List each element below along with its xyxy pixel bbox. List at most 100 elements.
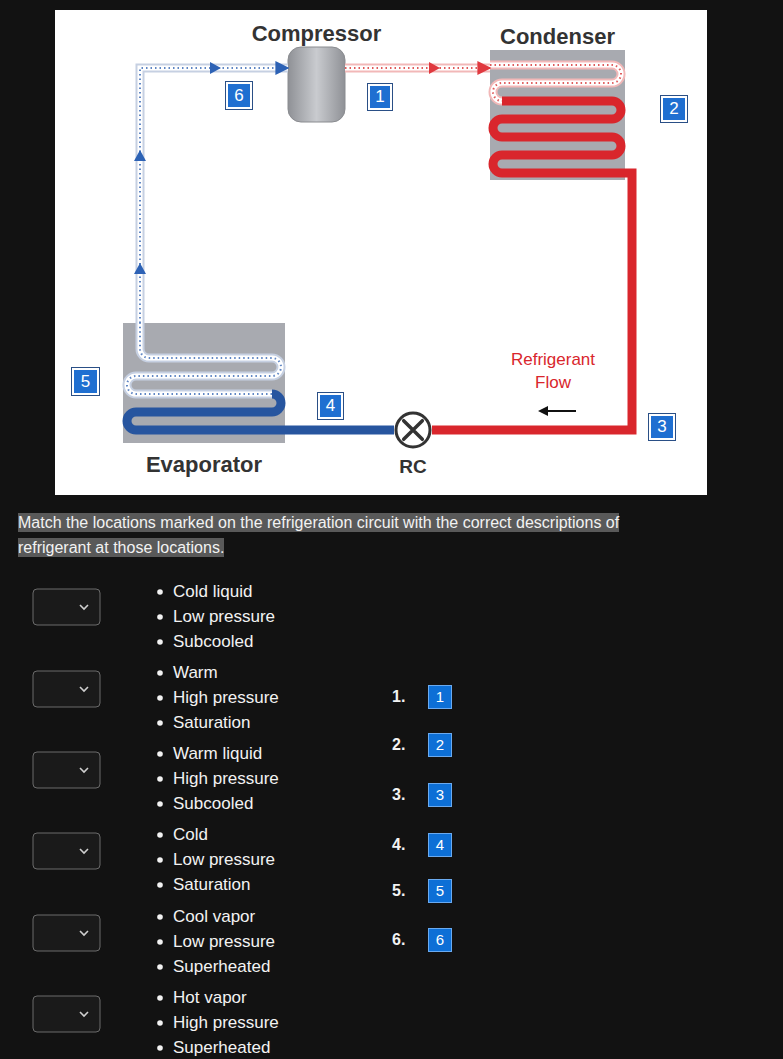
option-line: High pressure [173, 1012, 279, 1034]
dropdown-chevron [80, 931, 88, 935]
evaporator-body [123, 323, 285, 443]
dropdown-chevron [80, 1012, 88, 1016]
option-line: Low pressure [173, 849, 275, 871]
bullet-dot [157, 882, 163, 888]
dropdown-chevron [80, 849, 88, 853]
compressor-body [288, 47, 345, 122]
bullet-dot [157, 614, 163, 620]
callout-number: 5 [72, 368, 99, 395]
condenser-coil-vapor [490, 65, 621, 101]
pipe-arrow [432, 173, 632, 430]
compressor-node: Compressor [288, 47, 345, 122]
callout-number: 3 [428, 783, 452, 807]
bullet-dot [157, 1020, 163, 1026]
option-line: Superheated [173, 956, 270, 978]
evaporator-node: Evaporator [123, 323, 285, 443]
list-number: 5. [392, 881, 405, 901]
dropdown-box [33, 915, 100, 951]
dropdown-box [33, 671, 100, 707]
bullet-dot [157, 670, 163, 676]
bullet-dot [157, 939, 163, 945]
valve-outline [396, 413, 430, 447]
bullet-dot [157, 589, 163, 595]
callout-number: 1 [368, 84, 392, 110]
option-line: Hot vapor [173, 987, 247, 1009]
bullet-dot [157, 776, 163, 782]
prompt-box: Match the locations marked on the refrig… [18, 510, 690, 560]
pipe-core [140, 68, 288, 323]
option-line: Saturation [173, 874, 251, 896]
callout-number: 6 [226, 82, 252, 109]
pipe-arrow [345, 68, 490, 69]
callout-number: 2 [661, 96, 687, 122]
pipe-line [432, 173, 632, 430]
dropdown-box [33, 996, 100, 1032]
refrigerant-pipe [285, 430, 394, 431]
bullet-dot [157, 995, 163, 1001]
bullet-dot [157, 751, 163, 757]
bullet-dot [157, 832, 163, 838]
part-name: RC [399, 456, 426, 477]
refrigerant-pipe [345, 68, 490, 69]
option-line: Saturation [173, 712, 251, 734]
option-line: High pressure [173, 768, 279, 790]
prompt-text: Match the locations marked on the refrig… [18, 513, 619, 557]
callout-number: 6 [428, 928, 452, 952]
pipe-dots [140, 68, 288, 323]
refrigerant-pipe [140, 68, 288, 323]
option-line: Subcooled [173, 631, 253, 653]
evaporator-coil-vapor [127, 323, 281, 394]
pipe-line [345, 64, 490, 73]
list-number: 4. [392, 835, 405, 855]
callout-number: 4 [428, 833, 452, 857]
dropdown-box [33, 589, 100, 625]
pipe-core [345, 66, 490, 71]
option-line: Cold [173, 824, 208, 846]
option-line: Low pressure [173, 606, 275, 628]
flow-arrow-head [538, 406, 548, 416]
part-name: Evaporator [146, 453, 262, 477]
bullet-dot [157, 695, 163, 701]
callout-number: 1 [428, 685, 452, 709]
option-line: Warm [173, 662, 218, 684]
dropdown-box [33, 833, 100, 869]
bullet-dot [157, 801, 163, 807]
callout-number: 2 [428, 733, 452, 757]
pipe-line [140, 68, 288, 323]
option-line: High pressure [173, 687, 279, 709]
bullet-dot [157, 639, 163, 645]
valve-cross [404, 421, 423, 440]
condenser-body [490, 50, 625, 180]
option-line: Cold liquid [173, 581, 252, 603]
list-number: 1. [392, 687, 405, 707]
flow-arrow-head [210, 62, 221, 74]
flow-arrow-head [429, 62, 440, 74]
dropdown-chevron [80, 768, 88, 772]
pipe-arrow [140, 68, 288, 323]
bullet-dot [157, 964, 163, 970]
bullet-dot [157, 1045, 163, 1051]
dropdown-chevron [80, 605, 88, 609]
bullet-dot [157, 720, 163, 726]
pipe-line [285, 426, 394, 435]
bullet-dot [157, 857, 163, 863]
callout-number: 5 [428, 879, 452, 903]
option-line: Cool vapor [173, 906, 255, 928]
dropdown-box [33, 752, 100, 788]
option-line: Warm liquid [173, 743, 262, 765]
flow-arrow-head [134, 150, 146, 161]
part-name: Compressor [252, 22, 382, 46]
option-line: Superheated [173, 1037, 270, 1059]
flow-label: Refrigerant Flow [503, 348, 603, 394]
pipe-arrow [285, 430, 394, 431]
part-name: Condenser [500, 25, 615, 49]
list-number: 3. [392, 785, 405, 805]
list-number: 2. [392, 735, 405, 755]
condenser-coil-liquid [493, 101, 625, 173]
evaporator-coil-liquid [127, 394, 285, 430]
expansion-valve-node: RC [394, 411, 432, 449]
list-number: 6. [392, 930, 405, 950]
flow-arrow-head [134, 263, 146, 274]
